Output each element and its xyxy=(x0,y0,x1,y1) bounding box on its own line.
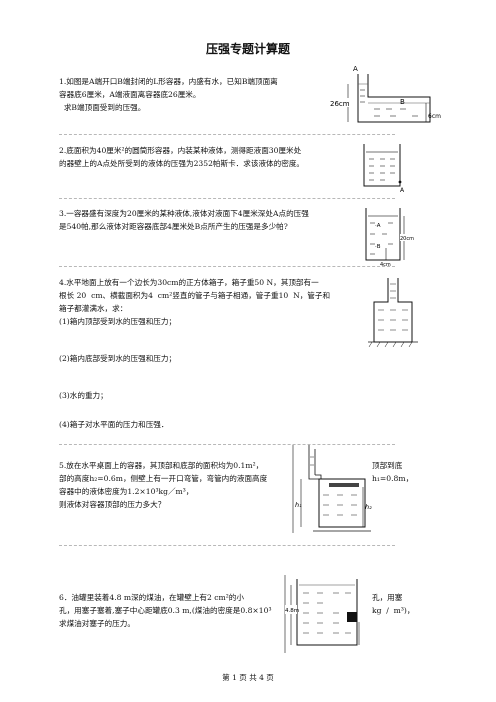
question-4-sub-4: (4)箱子对水平面的压力和压强． xyxy=(59,420,169,429)
fig1-label-h2: 6cm xyxy=(428,113,441,120)
question-6-line-1: 6．油罐里装着4.8 m深的煤油，在罐壁上有2 cm²的小 xyxy=(59,593,244,602)
question-1-figure: A 26cm B 6cm xyxy=(330,65,441,123)
fig3-label-h2: 20cm xyxy=(400,236,414,242)
question-4-sub-1: (1)箱内顶部受到水的压强和压力； xyxy=(59,317,177,326)
question-2-line-1: 2.底面积为40厘米²的圆筒形容器，内装某种液体，测得距液面30厘米处 xyxy=(59,146,302,155)
question-5-line-1: 5.放在水平桌面上的容器，其顶部和底部的面积均为0.1m²， xyxy=(59,461,264,470)
question-1-line-3: 求B端顶面受到的压强。 xyxy=(59,103,146,112)
question-3-line-2: 是540帕,那么液体对距容器底部4厘米处B点所产生的压强是多少帕? xyxy=(59,222,288,231)
question-2-line-2: 的器壁上的A点处所受到的液体的压强为2352帕斯卡．求该液体的密度。 xyxy=(59,159,305,168)
page-footer: 第 1 页 共 4 页 xyxy=(222,673,274,682)
fig1-label-a: A xyxy=(353,65,358,73)
question-5-line-2: 部的高度h₂=0.6m，侧壁上有一开口弯管，弯管内的液面高度 xyxy=(59,474,268,483)
question-1-line-1: 1.如图是A端开口B端封闭的L形容器，内盛有水，已知B端顶面离 xyxy=(59,77,278,86)
fig5-label-h2: h₂ xyxy=(365,503,372,511)
divider xyxy=(59,198,395,199)
fig3-label-b: ·B xyxy=(375,244,381,250)
fig2-label-a: A xyxy=(400,187,405,194)
question-5-figure: h₁ h₂ xyxy=(292,445,372,533)
question-5-right-1: 顶部到底 xyxy=(372,461,403,470)
fig6-label-h1: 4.8m xyxy=(285,608,299,614)
question-3-line-1: 3.一容器盛有深度为20厘米的某种液体,液体对液面下4厘米深处A点的压强 xyxy=(59,209,309,218)
question-4-figure xyxy=(368,278,418,348)
question-6-right-2: kg / m³)， xyxy=(372,606,415,615)
question-6-right-1: 孔，用塞 xyxy=(372,593,403,602)
question-4-sub-2: (2)箱内底部受到水的压强和压力； xyxy=(59,354,177,363)
question-6-figure: 4.8m xyxy=(284,575,360,653)
divider xyxy=(59,545,395,546)
question-6-line-3: 求煤油对塞子的压力。 xyxy=(59,619,135,628)
fig3-label-a: ·A xyxy=(375,223,381,229)
question-4-line-1: 4.水平地面上放有一个边长为30cm的正方体箱子，箱子重50 N，其顶部有一 xyxy=(59,278,319,287)
question-3-figure: ·A ·B 4cm 20cm xyxy=(365,208,414,268)
divider xyxy=(59,444,395,445)
page-title: 压强专题计算题 xyxy=(205,42,290,56)
fig1-label-b: B xyxy=(400,98,405,106)
question-4-line-3: 箱子都灌满水，求： xyxy=(59,304,128,313)
fig5-label-h1: h₁ xyxy=(295,501,302,509)
question-5-line-3: 容器中的液体密度为1.2×10³kg／m³， xyxy=(59,487,194,496)
fig3-label-h1: 4cm xyxy=(380,262,391,268)
divider xyxy=(59,266,395,267)
question-2-figure: A xyxy=(363,144,405,194)
question-4-line-2: 根长 20 cm、横截面积为4 cm²竖直的管子与箱子相通，管子重10 N，管子… xyxy=(59,291,331,300)
question-4-sub-3: (3)水的重力； xyxy=(59,391,108,400)
question-5-right-2: h₁=0.8m， xyxy=(372,474,414,483)
question-1-line-2: 容器底6厘米，A端液面离容器底26厘米。 xyxy=(59,90,201,99)
question-5-line-4: 则液体对容器顶部的压力多大？ xyxy=(59,500,166,509)
divider xyxy=(59,134,395,135)
fig1-label-h1: 26cm xyxy=(330,100,350,108)
question-6-line-2: 孔，用塞子塞着,塞子中心距罐底0.3 m,(煤油的密度是0.8×10³ xyxy=(59,606,272,615)
